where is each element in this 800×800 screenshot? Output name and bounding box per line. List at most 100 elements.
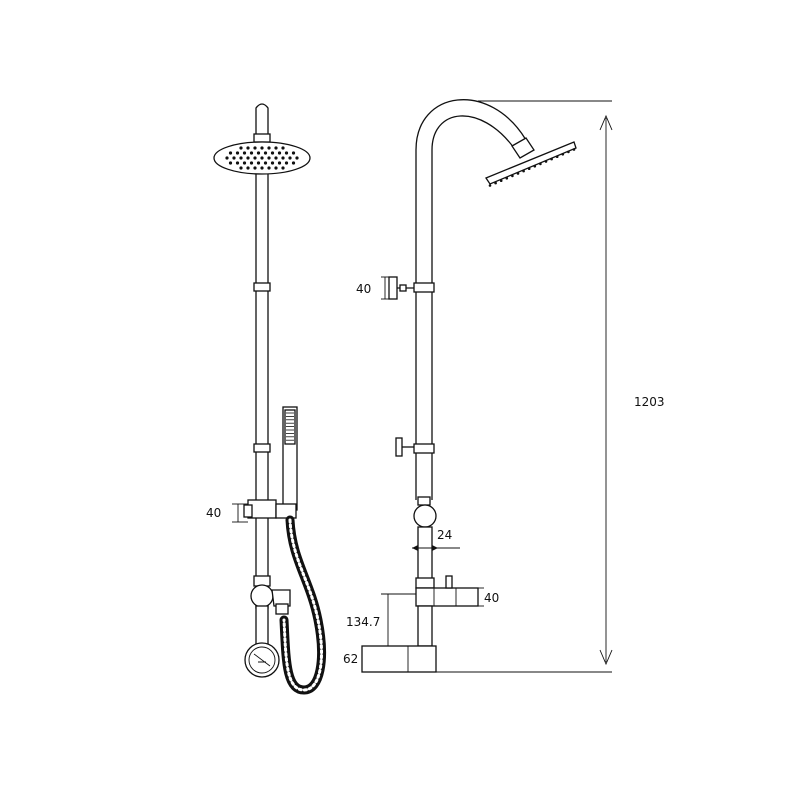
side-lower-pipe-upper [417,526,433,580]
side-nozzle-dot [522,169,525,173]
side-diverter-neck [417,496,431,506]
side-dimension-total-height-label: 1203 [634,395,665,409]
side-nozzle-dot [539,162,542,166]
front-dimension-slider: 40 [206,503,248,523]
nozzle-dot [267,156,271,160]
nozzle-dot [239,166,243,170]
side-dimension-drop: 134.7 [346,593,416,646]
front-riser-collar-mid [253,282,271,292]
side-dimension-diameter: 24 [412,528,460,551]
nozzle-dot [260,166,264,170]
nozzle-dot [281,166,285,170]
side-dimension-block: 40 [478,587,499,607]
nozzle-dot [232,156,236,160]
side-riser-collar-lower [413,443,435,454]
side-rain-shower-head [485,141,577,185]
side-dimension-block-label: 40 [484,591,499,605]
nozzle-dot [291,161,296,165]
side-nozzle-dot [544,160,548,163]
nozzle-dot [246,166,250,170]
side-nozzle-dot [572,148,576,151]
side-dimension-arm: 40 [356,276,389,300]
side-nozzle-dot [555,155,559,158]
nozzle-dot [284,151,289,155]
nozzle-dot [281,156,285,160]
front-hose-outlet-nut [275,603,289,615]
nozzle-dot [235,161,240,165]
nozzle-dot [274,146,278,150]
side-mixer-nut [415,577,435,589]
side-mixer-block [415,587,479,607]
side-view: 40 24 40 [343,99,665,673]
side-dimension-drop-label: 134.7 [346,615,380,629]
front-hand-shower-spray-grid [286,412,294,441]
side-nozzle-dot [505,177,509,180]
side-nozzle-dot [533,165,537,168]
nozzle-dot [235,151,240,155]
front-riser-top-cap [255,103,269,139]
nozzle-dot [242,151,247,155]
front-shower-nozzles [225,146,299,170]
side-lower-pipe-bottom [417,605,433,647]
nozzle-dot [277,151,282,155]
side-nozzle-dot [516,172,520,175]
nozzle-dot [263,161,268,165]
nozzle-dot [270,161,275,165]
nozzle-dot [260,156,264,160]
side-wall-bracket-lower [395,437,414,457]
front-riser-collar-top [253,133,271,143]
side-nozzle-dot [488,184,492,187]
nozzle-dot [253,156,257,160]
nozzle-dot [225,156,229,160]
side-diverter-ball [413,504,437,528]
front-view: 40 [206,103,327,695]
side-nozzle-dot [499,179,503,182]
side-nozzle-dot [494,181,497,185]
nozzle-dot [256,161,261,165]
side-nozzle-dot [567,150,570,154]
side-arm-connector [511,137,535,159]
side-nozzle-dot [511,174,514,178]
nozzle-dot [228,151,233,155]
nozzle-dot [277,161,282,165]
nozzle-dot [270,151,275,155]
front-riser-pipe [255,137,269,609]
nozzle-dot [239,146,243,150]
nozzle-dot [246,156,250,160]
nozzle-dot [239,156,243,160]
nozzle-dot [249,161,254,165]
nozzle-dot [242,161,247,165]
side-dimension-arm-label: 40 [356,282,371,296]
side-wall-base-block [361,645,437,673]
side-gooseneck-outer [415,99,527,500]
side-dimension-diameter-label: 24 [437,528,452,542]
nozzle-dot [246,146,250,150]
front-riser-collar-low [253,443,271,453]
front-slider-clamp [243,504,253,518]
nozzle-dot [274,156,278,160]
front-dimension-slider-label: 40 [206,506,221,520]
side-dimension-base-label: 62 [343,652,358,666]
side-nozzle-dot [550,157,553,161]
nozzle-dot [291,151,296,155]
front-hose-braid [282,518,324,692]
front-hand-shower-holder [275,503,297,519]
nozzle-dot [284,161,289,165]
side-gooseneck-inner [431,115,515,500]
nozzle-dot [260,146,264,150]
nozzle-dot [256,151,261,155]
nozzle-dot [228,161,233,165]
nozzle-dot [253,166,257,170]
nozzle-dot [267,166,271,170]
front-diverter-body [250,584,274,608]
nozzle-dot [281,146,285,150]
nozzle-dot [288,156,292,160]
side-mixer-handle [445,575,453,589]
front-mixer-knob-inner [248,646,276,674]
side-riser-collar-upper [413,282,435,293]
front-hose-outlet [271,589,291,607]
nozzle-dot [263,151,268,155]
nozzle-dot [253,146,257,150]
nozzle-dot [249,151,254,155]
